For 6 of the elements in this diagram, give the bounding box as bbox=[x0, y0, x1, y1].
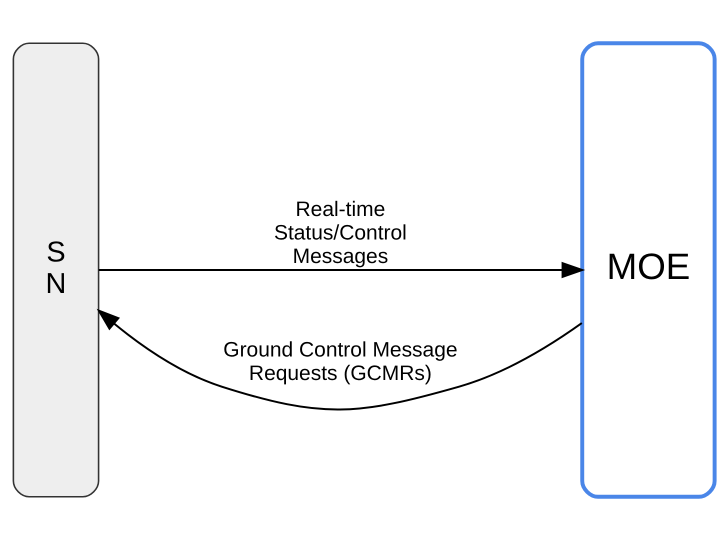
arrow bbox=[98, 262, 586, 278]
arrow bbox=[96, 308, 582, 410]
edge-label: Ground Control Message Requests (GCMRs) bbox=[223, 338, 458, 385]
node-box: S N bbox=[12, 42, 100, 498]
edge-label: Real-time Status/Control Messages bbox=[274, 198, 407, 268]
node-box: MOE bbox=[580, 41, 717, 499]
